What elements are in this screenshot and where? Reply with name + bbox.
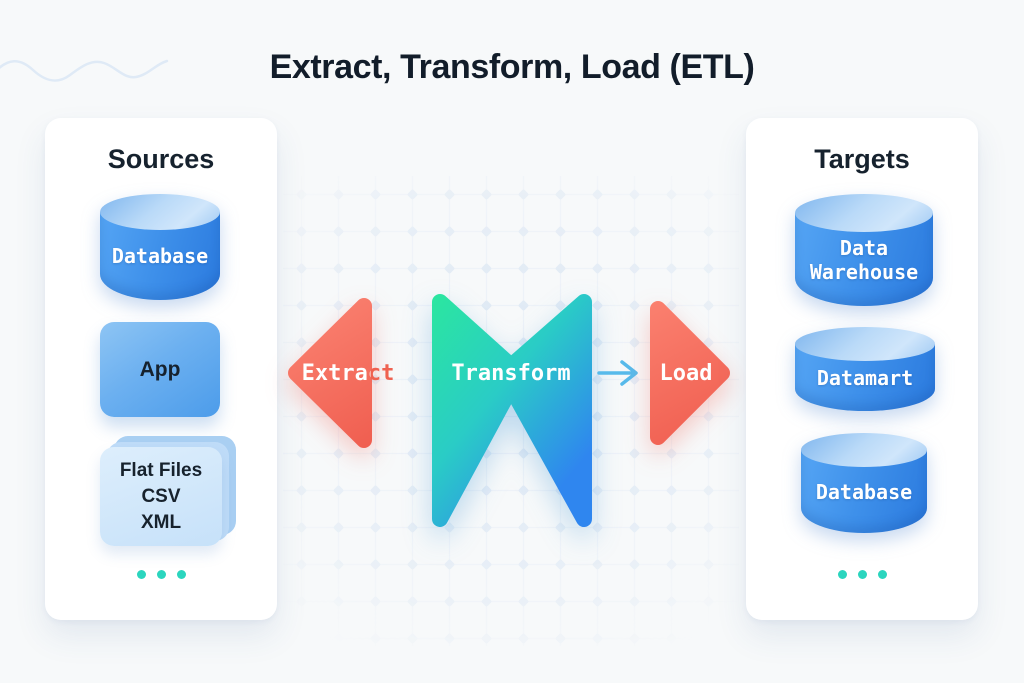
dot-icon: [176, 570, 186, 579]
target-datamart-label: Datamart: [816, 365, 914, 390]
targets-panel: Targets Data Warehouse Datamart Database: [746, 118, 978, 620]
sources-panel: Sources Database App Flat Files CSV XML: [45, 118, 277, 620]
background-dot-grid: [283, 176, 739, 646]
more-items-dots: [45, 570, 277, 579]
cylinder-top-ellipse: [100, 194, 220, 230]
file-stack-line-3: XML: [140, 511, 182, 533]
cylinder-top-ellipse: [801, 433, 927, 467]
source-file-stack: Flat Files CSV XML: [100, 436, 236, 546]
cylinder-top-ellipse: [795, 327, 935, 361]
target-data-warehouse-cylinder: Data Warehouse: [795, 194, 933, 306]
dot-icon: [156, 570, 166, 579]
dot-icon: [136, 570, 146, 579]
source-database-cylinder: Database: [100, 194, 220, 300]
extract-label: Extract: [278, 362, 418, 386]
dot-icon: [857, 570, 867, 579]
transform-label: Transform: [451, 361, 571, 386]
target-datamart-cylinder: Datamart: [795, 327, 935, 411]
source-database-label: Database: [111, 244, 209, 268]
file-stack-line-2: CSV: [141, 485, 181, 507]
load-label: Load: [659, 361, 713, 386]
file-stack-front-card: Flat Files CSV XML: [100, 447, 222, 546]
target-database-label: Database: [815, 479, 913, 504]
source-app-label: App: [139, 357, 181, 381]
more-items-dots: [746, 570, 978, 579]
targets-heading: Targets: [814, 144, 910, 174]
cylinder-top-ellipse: [795, 194, 933, 232]
file-stack-line-1: Flat Files: [119, 459, 203, 481]
page-title: Extract, Transform, Load (ETL): [269, 48, 755, 86]
dot-icon: [837, 570, 847, 579]
dot-icon: [877, 570, 887, 579]
source-app-box: App: [100, 322, 220, 417]
target-data-warehouse-label: Data Warehouse: [809, 235, 919, 284]
target-database-cylinder: Database: [801, 433, 927, 533]
sources-heading: Sources: [107, 144, 215, 174]
